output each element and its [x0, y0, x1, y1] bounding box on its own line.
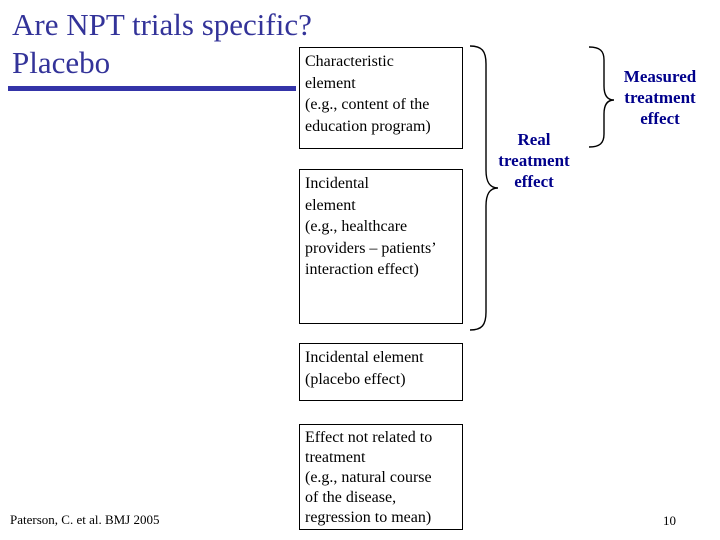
slide-title-line1: Are NPT trials specific?	[12, 7, 312, 42]
real-treatment-effect-label: Real treatment effect	[498, 130, 570, 191]
measured-treatment-effect-label: Measured treatment effect	[623, 67, 697, 128]
box-incidental-element: Incidental element (e.g., healthcare pro…	[299, 169, 463, 324]
box-characteristic-element: Characteristic element (e.g., content of…	[299, 47, 463, 149]
slide-title-line2: Placebo	[12, 45, 111, 80]
box-incidental-element-text: Incidental element (e.g., healthcare pro…	[305, 175, 437, 278]
slide-title: Are NPT trials specific? Placebo	[12, 6, 312, 82]
box-characteristic-element-text: Characteristic element (e.g., content of…	[305, 53, 431, 135]
box-incidental-element-placebo: Incidental element (placebo effect)	[299, 343, 463, 401]
box-effect-not-related-to-treatment-text: Effect not related to treatment (e.g., n…	[305, 429, 433, 526]
box-effect-not-related-to-treatment: Effect not related to treatment (e.g., n…	[299, 424, 463, 530]
citation: Paterson, C. et al. BMJ 2005	[10, 512, 160, 527]
title-underline	[8, 86, 296, 91]
page-number: 10	[663, 513, 676, 528]
box-incidental-element-placebo-text: Incidental element (placebo effect)	[305, 349, 424, 388]
